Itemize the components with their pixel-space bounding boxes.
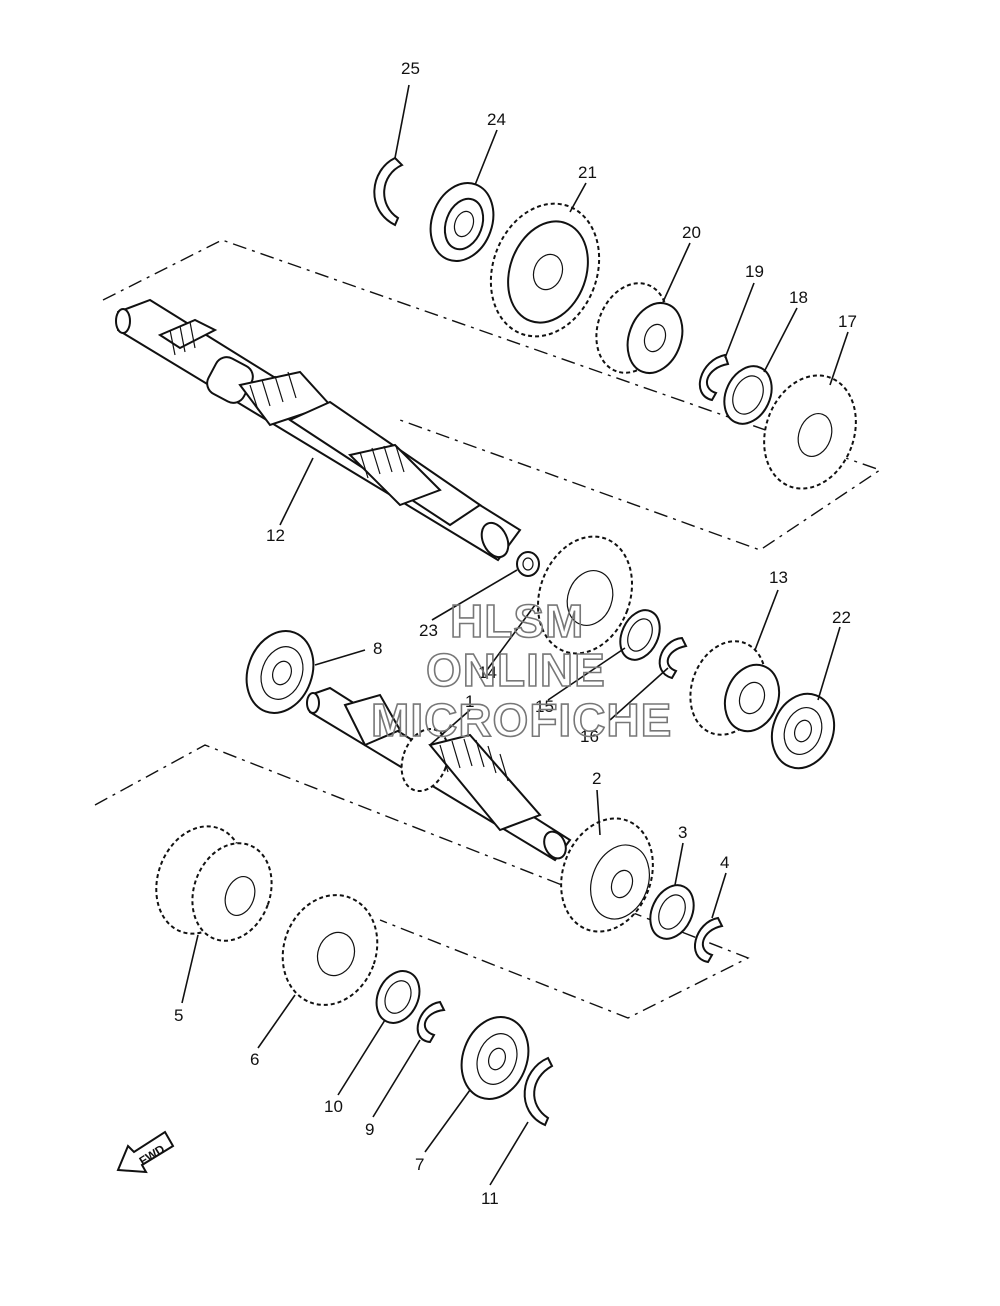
callout-20: 20 <box>682 223 701 242</box>
callout-23: 23 <box>419 621 438 640</box>
part-21-gear <box>489 202 601 338</box>
part-7-bearing <box>460 1016 530 1100</box>
callout-24: 24 <box>487 110 506 129</box>
fwd-arrow-icon: FWD <box>116 1130 175 1174</box>
part-9-circlip <box>416 1000 446 1044</box>
part-13-gear <box>689 640 781 736</box>
callout-labels: 25 24 21 20 19 18 17 12 23 8 14 15 16 13… <box>174 59 857 1208</box>
callout-9: 9 <box>365 1120 374 1139</box>
part-6-gear <box>281 894 379 1006</box>
part-5-gear <box>155 825 273 942</box>
callout-13: 13 <box>769 568 788 587</box>
main-shaft <box>115 298 522 562</box>
callout-15: 15 <box>535 697 554 716</box>
callout-2: 2 <box>592 769 601 788</box>
callout-25: 25 <box>401 59 420 78</box>
watermark-line-1: HLSM <box>450 595 584 647</box>
part-25-circlip <box>373 156 404 227</box>
part-8-bearing <box>245 630 315 714</box>
part-15-washer <box>619 609 661 661</box>
part-18-washer <box>723 365 773 425</box>
callout-6: 6 <box>250 1050 259 1069</box>
upper-assembly-boundary <box>102 239 882 551</box>
part-16-circlip <box>658 636 688 680</box>
callout-21: 21 <box>578 163 597 182</box>
part-11-circlip <box>523 1056 554 1127</box>
part-4-circlip <box>693 916 724 964</box>
part-3-washer <box>649 884 695 940</box>
callout-16: 16 <box>580 727 599 746</box>
callout-17: 17 <box>838 312 857 331</box>
callout-14: 14 <box>478 663 497 682</box>
callout-22: 22 <box>832 608 851 627</box>
lower-assembly-boundary <box>94 744 750 1019</box>
part-20-gear <box>595 282 684 374</box>
watermark-line-2: ONLINE <box>426 644 606 696</box>
callout-1: 1 <box>465 692 474 711</box>
callout-3: 3 <box>678 823 687 842</box>
part-17-gear <box>763 374 857 490</box>
callout-19: 19 <box>745 262 764 281</box>
watermark: HLSM ONLINE MICROFICHE <box>370 594 672 747</box>
part-23-bushing <box>516 551 540 577</box>
drive-shaft <box>306 686 572 862</box>
part-24-bearing <box>429 182 495 262</box>
callout-4: 4 <box>720 853 729 872</box>
part-14-gear <box>536 535 634 655</box>
callout-8: 8 <box>373 639 382 658</box>
callout-5: 5 <box>174 1006 183 1025</box>
callout-7: 7 <box>415 1155 424 1174</box>
callout-11: 11 <box>481 1189 499 1208</box>
leader-lines <box>181 84 849 1186</box>
callout-18: 18 <box>789 288 808 307</box>
part-19-circlip <box>698 353 730 402</box>
callout-12: 12 <box>266 526 285 545</box>
callout-10: 10 <box>324 1097 343 1116</box>
part-22-bearing <box>770 692 836 770</box>
part-10-washer <box>375 970 421 1024</box>
part-2-gear <box>560 817 654 933</box>
watermark-line-3: MICROFICHE <box>371 694 672 746</box>
